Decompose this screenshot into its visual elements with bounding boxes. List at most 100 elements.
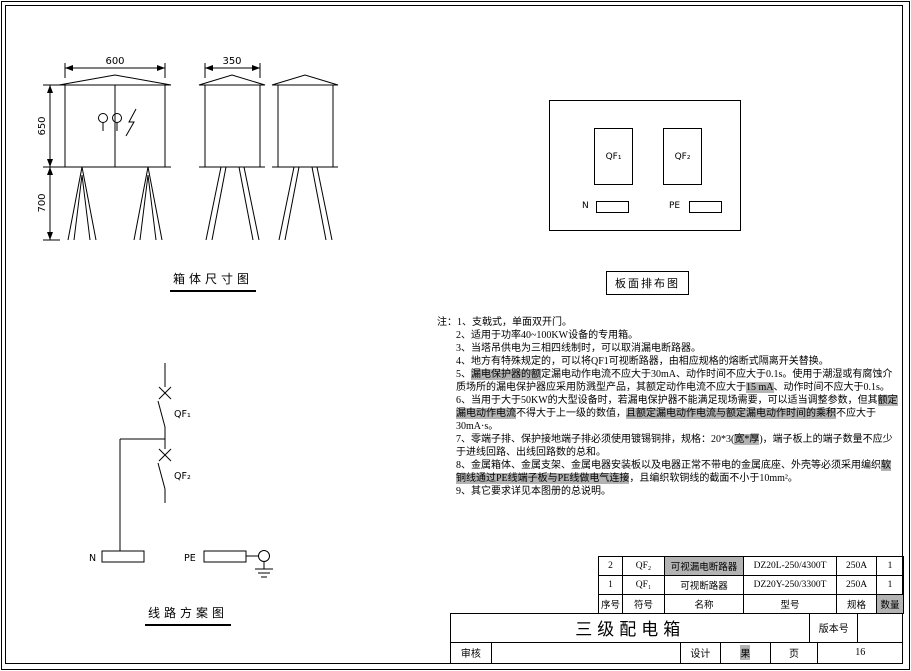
note-text: )，端子板上的端子数量不应少于进线回路、出线回路数的总和。 [456, 434, 893, 458]
note-text: 支戟式，单面双开门。 [472, 317, 572, 328]
note-text: 零端子排、保护接地端子排必须使用镀锡铜排，规格：20*3( [471, 434, 735, 445]
note-text: 漏电保护器的额 [471, 369, 541, 380]
panel-pe-bar [689, 201, 722, 213]
dim-350-label: 350 [222, 56, 241, 67]
note-number: 6、 [456, 395, 471, 406]
note-item: 2、适用于功率40~100KW设备的专用箱。 [456, 329, 899, 342]
note-item: 3、当塔吊供电为三相四线制时，可以取消漏电断路器。 [456, 342, 899, 355]
dim-650-label: 650 [37, 116, 48, 135]
panel-neutral-label: N [582, 201, 589, 211]
panel-neutral-bar [596, 201, 629, 213]
note-number: 1、 [457, 317, 472, 328]
note-number: 4、 [456, 356, 471, 367]
panel-layout-drawing: QF₁ QF₂ N PE [549, 100, 741, 231]
circuit-breaker2-label: QF₂ [174, 471, 191, 482]
note-text: 定漏电动作电流不应大于30mA、动作时间不应大于0.1s。使用于潮湿或有腐蚀介质… [456, 369, 893, 393]
side-view-1: 350 [199, 56, 265, 240]
title-block: 三级配电箱 版本号 审核 设计 果 页 16 [450, 613, 903, 664]
dim-600-label: 600 [105, 56, 124, 67]
cabinet-drawing-title: 箱体尺寸图 [170, 270, 257, 292]
parts-cell: 可视漏电断路器 [664, 556, 744, 576]
notes-block: 注：1、支戟式，单面双开门。2、适用于功率40~100KW设备的专用箱。3、当塔… [437, 316, 899, 498]
circuit-diagram-title: 线路方案图 [145, 604, 232, 626]
parts-cell: 1 [876, 575, 904, 595]
note-number: 8、 [456, 460, 471, 471]
parts-cell: DZ20Y-250/3300T [743, 575, 837, 595]
note-item: 5、漏电保护器的额定漏电动作电流不应大于30mA、动作时间不应大于0.1s。使用… [456, 368, 899, 394]
note-text: 不应大于30mA·s。 [456, 408, 876, 432]
title-block-row2: 审核 设计 果 页 16 [451, 641, 902, 663]
designer-name: 果 [740, 645, 751, 661]
parts-cell: 型号 [743, 594, 837, 614]
parts-cell: 数量 [876, 594, 904, 614]
front-view: 600 [59, 56, 171, 240]
parts-cell: 序号 [598, 594, 623, 614]
review-value [490, 642, 680, 663]
parts-cell: 规格 [836, 594, 877, 614]
parts-cell: 250A [836, 575, 877, 595]
parts-cell: 1 [876, 556, 904, 576]
vertical-dimensions: 650 700 [37, 85, 60, 240]
note-number: 3、 [456, 343, 471, 354]
parts-cell: 符号 [622, 594, 665, 614]
note-item: 4、地方有特殊规定的，可以将QF1可视断路器，由相应规格的熔断式隔离开关替换。 [456, 355, 899, 368]
drawing-title: 三级配电箱 [575, 620, 686, 640]
parts-cell: 可视断路器 [664, 575, 744, 595]
page-number: 16 [817, 642, 902, 663]
note-text: 宽*厚 [734, 434, 760, 445]
parts-cell: 2 [598, 556, 623, 576]
note-text: 其它要求详见本图册的总说明。 [471, 486, 611, 497]
parts-cell: QF₂ [622, 556, 665, 576]
notes-prefix: 注： [437, 317, 457, 328]
panel-breaker1-box: QF₁ [594, 128, 633, 185]
note-item: 9、其它要求详见本图册的总说明。 [456, 485, 899, 498]
note-item: 8、金属箱体、金属支架、金属电器安装板以及电器正常不带电的金属底座、外壳等必须采… [456, 459, 899, 485]
pe-busbar [204, 551, 246, 562]
door-knob-icon [99, 114, 122, 132]
note-text: 金属箱体、金属支架、金属电器安装板以及电器正常不带电的金属底座、外壳等必须采用编… [471, 460, 881, 471]
note-text: 当塔吊供电为三相四线制时，可以取消漏电断路器。 [471, 343, 701, 354]
circuit-lines [102, 363, 273, 577]
panel-layout-title: 板面排布图 [606, 271, 689, 295]
note-number: 2、 [456, 330, 471, 341]
note-text: 15 mA [746, 382, 774, 393]
designer-value: 果 [719, 642, 770, 663]
parts-cell: 250A [836, 556, 877, 576]
note-number: 5、 [456, 369, 471, 380]
notes-list: 注：1、支戟式，单面双开门。2、适用于功率40~100KW设备的专用箱。3、当塔… [437, 316, 899, 498]
version-value [857, 614, 902, 642]
title-block-row1: 三级配电箱 版本号 [451, 614, 902, 642]
review-label: 审核 [460, 649, 481, 661]
page-label: 页 [769, 642, 818, 663]
circuit-pe-label: PE [184, 553, 196, 564]
parts-cell: QF₁ [622, 575, 665, 595]
side-view-2 [272, 75, 338, 240]
parts-cell: DZ20L-250/4300T [743, 556, 837, 576]
note-number: 7、 [456, 434, 471, 445]
dim-700-label: 700 [37, 193, 48, 212]
design-label: 设计 [679, 642, 720, 663]
circuit-breaker1-label: QF₁ [174, 409, 191, 420]
panel-breaker2-box: QF₂ [663, 128, 702, 185]
parts-row: 序号符号名称型号规格数量 [598, 594, 904, 614]
note-number: 9、 [456, 486, 471, 497]
note-text: 、动作时间不应大于0.1s。 [773, 382, 890, 393]
note-text: 且额定漏电动作电流与额定漏电动作时间的乘积 [626, 408, 836, 419]
note-text: 不得大于上一级的数值， [516, 408, 626, 419]
ground-icon [255, 569, 273, 577]
note-item: 6、当用于大于50KW的大型设备时，若漏电保护器不能满足现场需要，可以适当调整参… [456, 394, 899, 433]
circuit-diagram: QF₁ QF₂ N PE [89, 355, 310, 595]
note-text: 适用于功率40~100KW设备的专用箱。 [471, 330, 639, 341]
panel-breaker1-label: QF₁ [605, 151, 622, 162]
note-item: 注：1、支戟式，单面双开门。 [437, 316, 899, 329]
circuit-neutral-label: N [89, 553, 96, 564]
note-text: 当用于大于50KW的大型设备时，若漏电保护器不能满足现场需要，可以适当调整参数，… [471, 395, 878, 406]
note-text: ，且编织软铜线的截面不小于10mm²。 [629, 473, 798, 484]
cabinet-dimension-drawing: 600 350 [37, 56, 390, 252]
note-item: 7、零端子排、保护接地端子排必须使用镀锡铜排，规格：20*3(宽*厚)，端子板上… [456, 433, 899, 459]
